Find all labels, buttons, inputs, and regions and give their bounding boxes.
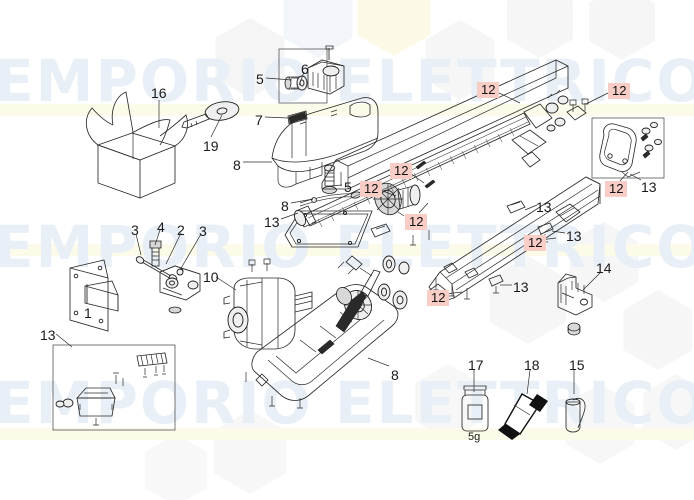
- leader-line: [154, 229, 161, 246]
- leader-line: [524, 204, 538, 211]
- callout-label-12: 12: [405, 214, 428, 230]
- callout-label-5g: 5g: [468, 431, 481, 443]
- callout-label-3: 3: [131, 222, 139, 238]
- leader-line: [165, 232, 182, 265]
- part-12-clutch-assembly: [373, 160, 436, 216]
- leader-line: [551, 230, 566, 234]
- leader-line: [585, 92, 609, 105]
- part-13-pads: [370, 200, 554, 300]
- callout-label-13: 13: [513, 279, 529, 295]
- callout-label-2: 2: [177, 222, 185, 238]
- leader-line: [418, 202, 429, 214]
- part-15-capacitor: [565, 398, 586, 433]
- leader-line: [582, 271, 602, 291]
- hexagon-shape: [144, 434, 208, 500]
- callout-label-12: 12: [608, 83, 631, 99]
- part-8-lower-chassis: [245, 284, 399, 409]
- leader-line: [379, 189, 397, 197]
- gear-cluster: [335, 255, 410, 333]
- leader-line: [265, 77, 293, 81]
- channel-end-fittings: [546, 98, 589, 132]
- callout-label-7: 7: [255, 112, 263, 128]
- leader-line: [210, 114, 223, 138]
- hexagon-shape: [415, 364, 481, 440]
- part-13-small-parts-kit-box: [52, 344, 176, 431]
- hexagon-shape: [565, 384, 635, 464]
- callout-label-13: 13: [536, 199, 552, 215]
- callout-label-4: 4: [157, 219, 165, 235]
- background-band: [0, 104, 694, 116]
- hexagon-shape: [569, 222, 639, 302]
- part-10-electric-motor: [223, 258, 313, 350]
- callout-label-13: 13: [566, 228, 582, 244]
- callout-label-12: 12: [605, 181, 628, 197]
- leader-line: [215, 276, 237, 291]
- callout-label-15: 15: [569, 357, 585, 373]
- hexagon-shape: [283, 0, 353, 58]
- callout-label-5: 5: [344, 179, 352, 195]
- part-5-6-release-lock-group: [278, 45, 345, 104]
- hexagon-shape: [507, 0, 573, 58]
- callout-label-17: 17: [468, 357, 484, 373]
- hexagon-shape: [489, 256, 567, 344]
- leader-line: [179, 233, 202, 271]
- part-17-grease-jar: [461, 385, 489, 432]
- leader-line: [55, 333, 73, 348]
- part-19-release-key: [181, 101, 240, 129]
- part-12-13-rear-bracket-group: [591, 117, 665, 179]
- callout-label-12: 12: [390, 163, 413, 179]
- callout-label-13: 13: [264, 214, 280, 230]
- part-2-3-4-link-arm: [135, 240, 201, 314]
- leader-line: [290, 198, 314, 204]
- leader-line: [526, 369, 531, 395]
- hexagon-shape: [623, 290, 693, 370]
- callout-label-13: 13: [641, 179, 657, 195]
- callout-label-18: 18: [524, 357, 540, 373]
- leader-lines: [55, 71, 642, 395]
- callout-label-8: 8: [391, 367, 399, 383]
- leader-line: [135, 233, 142, 256]
- leader-line: [619, 171, 629, 182]
- part-18-grease-tube: [498, 393, 548, 440]
- callout-label-3: 3: [199, 223, 207, 239]
- watermark-text: EMPORIO ELETTRICO: [0, 47, 694, 115]
- part-16-box: [85, 91, 188, 199]
- part-lead-screw-spindle: [293, 89, 569, 228]
- hexagon-shape: [357, 0, 431, 56]
- leader-line: [367, 357, 390, 367]
- part-12-cover-channel: [321, 59, 569, 190]
- callout-label-12: 12: [477, 82, 500, 98]
- leader-line: [629, 173, 642, 181]
- callout-label-1: 1: [84, 305, 92, 321]
- callout-label-6: 6: [301, 61, 309, 77]
- callout-label-12: 12: [427, 290, 450, 306]
- callout-label-8: 8: [281, 198, 289, 214]
- leader-line: [280, 212, 299, 220]
- background-band: [0, 244, 694, 256]
- leader-line: [496, 91, 521, 104]
- part-14-rear-bracket: [557, 273, 593, 336]
- part-1-mounting-bracket: [69, 259, 119, 332]
- leader-line: [264, 116, 289, 119]
- callout-label-14: 14: [596, 260, 612, 276]
- part-5-lock-cylinder-b: [322, 164, 337, 194]
- callout-label-19: 19: [203, 138, 219, 154]
- part-8-upper-cover: [271, 97, 379, 188]
- callout-label-12: 12: [524, 235, 547, 251]
- leader-line: [329, 184, 343, 187]
- callout-label-13: 13: [40, 327, 56, 343]
- hexagon-shape: [425, 20, 495, 100]
- callout-label-8: 8: [233, 157, 241, 173]
- leader-line: [298, 71, 305, 86]
- callout-label-10: 10: [203, 269, 219, 285]
- callout-label-16: 16: [151, 85, 167, 101]
- callout-label-12: 12: [360, 181, 383, 197]
- callout-label-5: 5: [256, 71, 264, 87]
- hexagon-shape: [589, 0, 655, 60]
